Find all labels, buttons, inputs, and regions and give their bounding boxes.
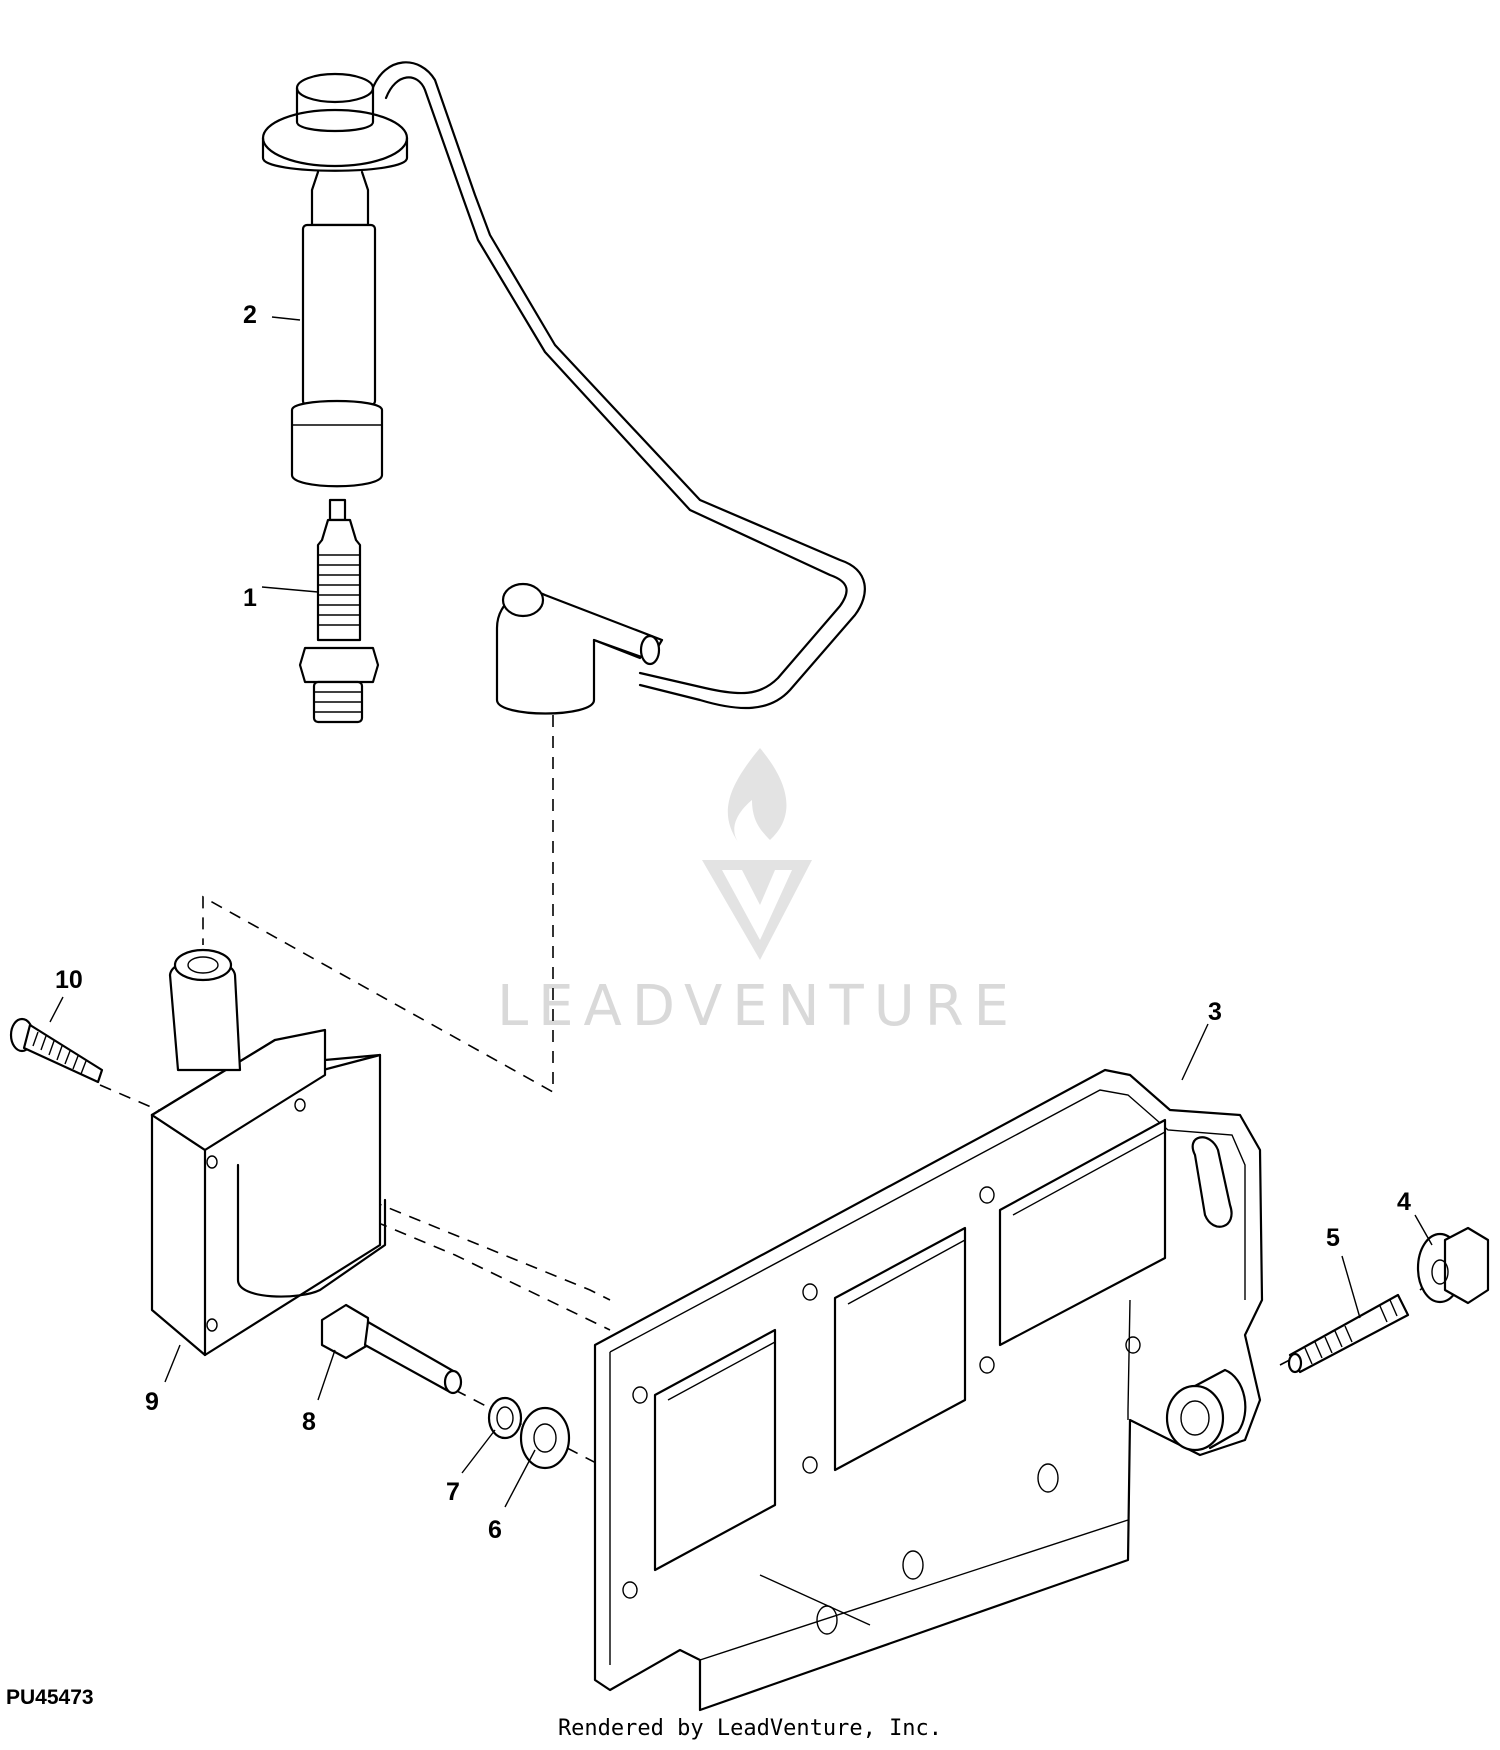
callout-9: 9 [145,1388,159,1416]
part-2-ignition-lead [261,61,866,715]
v-logo-icon [702,860,812,960]
part-10-screw [9,1017,104,1084]
part-5-stud [1287,1293,1410,1374]
figure-id: PU45473 [6,1686,94,1709]
leader-lines [49,316,1433,1626]
part-6-flat-washer [519,1406,571,1470]
part-8-bolt [320,1303,463,1395]
part-3-bracket [593,1068,1264,1712]
part-9-ignition-coil [150,948,387,1357]
callouts: 1 2 3 4 5 6 7 8 9 10 [55,301,1411,1544]
watermark-text: LEADVENTURE [497,974,1019,1039]
callout-8: 8 [302,1408,316,1436]
flame-logo-icon [727,748,787,842]
callout-4: 4 [1397,1188,1411,1216]
callout-1: 1 [243,584,257,612]
callout-3: 3 [1208,998,1222,1026]
callout-10: 10 [55,966,83,994]
leadventure-watermark: LEADVENTURE [497,748,1019,1039]
part-1-spark-plug [298,498,380,724]
part-4-flange-nut [1416,1226,1490,1305]
callout-2: 2 [243,301,257,329]
callout-6: 6 [488,1516,502,1544]
part-7-lock-washer [487,1396,523,1440]
render-credit: Rendered by LeadVenture, Inc. [557,1716,943,1741]
callout-7: 7 [446,1478,460,1506]
callout-5: 5 [1326,1224,1340,1252]
